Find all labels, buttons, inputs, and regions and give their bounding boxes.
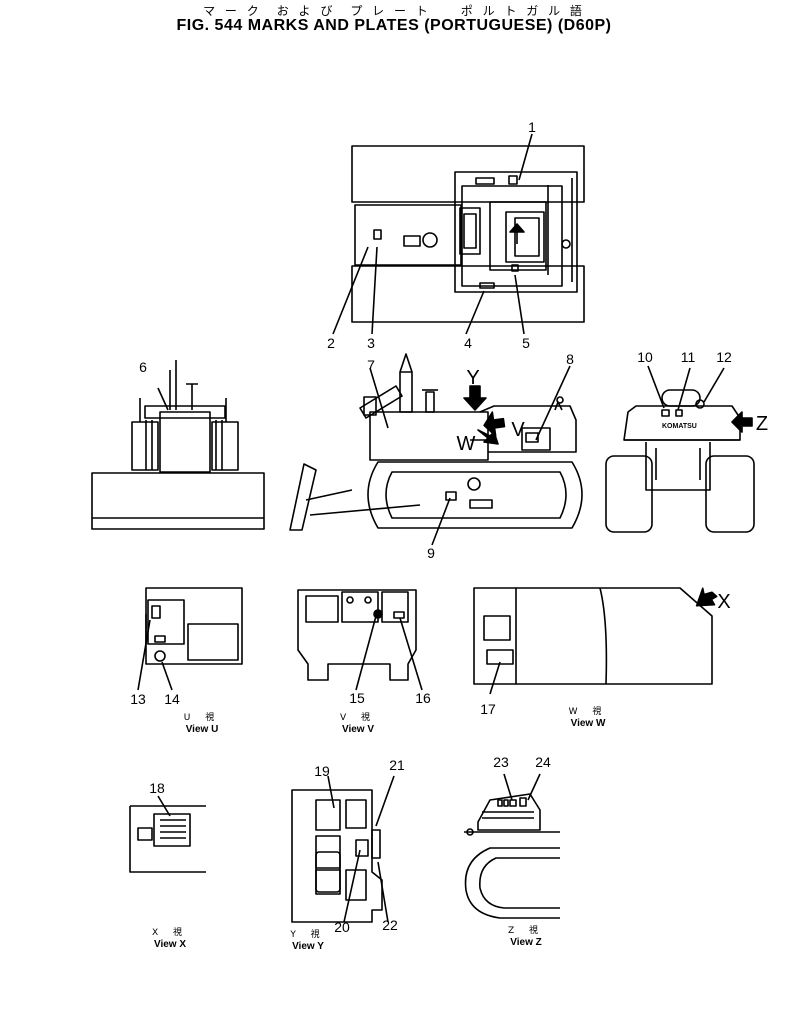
callout-3: 3: [367, 335, 375, 351]
callout-20: 20: [334, 919, 350, 935]
view-u-drawing: [137, 587, 243, 691]
callout-6: 6: [139, 359, 147, 375]
caption-view-w: W 視 View W: [528, 707, 648, 729]
caption-view-y-jp: Y 視: [290, 930, 326, 940]
callout-13: 13: [130, 691, 146, 707]
view-x-drawing: [129, 795, 206, 873]
view-arrow-label-z: Z: [756, 413, 768, 435]
view-arrow-label-x: X: [717, 591, 730, 613]
caption-view-z-jp: Z 視: [507, 926, 545, 936]
view-z-drawing: [464, 773, 560, 919]
caption-view-y-en: View Y: [292, 941, 324, 952]
callout-4: 4: [464, 335, 472, 351]
view-arrow-label-y: Y: [466, 367, 479, 389]
caption-view-x-en: View X: [153, 939, 187, 950]
top-view-drawing: [332, 133, 585, 335]
view-w-drawing: [473, 587, 718, 695]
callout-23: 23: [493, 754, 509, 770]
view-v-drawing: [297, 589, 423, 691]
caption-view-v-en: View V: [341, 724, 375, 735]
rear-view-drawing: [605, 365, 755, 533]
view-arrow-label-w: W: [457, 433, 476, 455]
caption-view-v: V 視 View V: [298, 713, 418, 735]
callout-7: 7: [367, 357, 375, 373]
front-view-drawing: [91, 360, 265, 530]
callout-16: 16: [415, 690, 431, 706]
callout-17: 17: [480, 701, 496, 717]
callout-18: 18: [149, 780, 165, 796]
caption-view-x-jp: X 視: [151, 928, 189, 938]
callout-10: 10: [637, 349, 653, 365]
figure-title: FIG. 544 MARKS AND PLATES (PORTUGUESE) (…: [176, 17, 612, 34]
callout-19: 19: [314, 763, 330, 779]
caption-view-x: X 視 View X: [110, 928, 230, 950]
callout-8: 8: [566, 351, 574, 367]
callout-11: 11: [681, 349, 696, 365]
caption-view-z: Z 視 View Z: [466, 926, 586, 948]
callout-22: 22: [382, 917, 398, 933]
callout-1: 1: [528, 119, 536, 135]
title-japanese: マ ー ク お よ び プ レ ー ト ポ ル ト ガ ル 語: [203, 4, 585, 18]
caption-view-u: U 視 View U: [142, 713, 262, 735]
callout-15: 15: [349, 690, 365, 706]
caption-view-z-en: View Z: [510, 937, 542, 948]
caption-view-u-jp: U 視: [183, 713, 221, 723]
callout-9: 9: [427, 545, 435, 561]
caption-view-v-jp: V 視: [339, 713, 377, 723]
caption-view-w-en: View W: [570, 718, 606, 729]
callout-24: 24: [535, 754, 551, 770]
brand-plate-text: KOMATSU: [662, 423, 697, 430]
callout-2: 2: [327, 335, 335, 351]
callout-5: 5: [522, 335, 530, 351]
callout-14: 14: [164, 691, 180, 707]
view-arrow-label-v: V: [511, 419, 525, 441]
view-y-drawing: [291, 775, 395, 923]
callout-12: 12: [716, 349, 732, 365]
side-view-drawing: [289, 353, 583, 546]
caption-view-y: Y 視 View Y: [248, 930, 368, 952]
caption-view-w-jp: W 視: [568, 707, 608, 717]
callout-21: 21: [389, 757, 405, 773]
caption-view-u-en: View U: [185, 724, 219, 735]
